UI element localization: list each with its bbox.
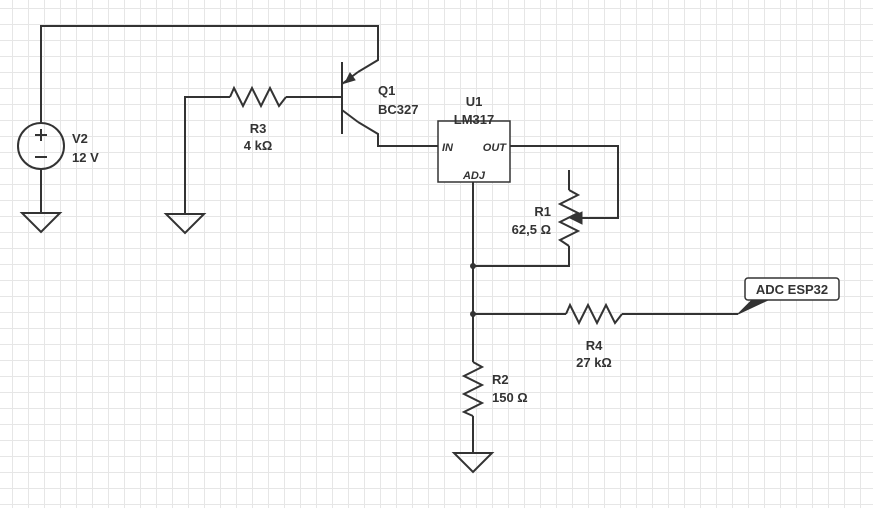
- r2-name-label: R2: [492, 372, 509, 387]
- r3-value-label: 4 kΩ: [244, 138, 273, 153]
- wire-q1-collector-to-u1-in: [357, 121, 438, 147]
- wires: [40, 25, 738, 452]
- ic-body: [437, 120, 511, 183]
- r1-value-label: 62,5 Ω: [512, 222, 551, 237]
- net-label-pointer: [737, 299, 769, 315]
- transistor-q1[interactable]: Q1 BC327: [341, 62, 418, 134]
- net-label-box: [744, 277, 840, 301]
- junction-dot: [470, 311, 476, 317]
- wiper-arrow-icon: [568, 211, 583, 225]
- ground-symbol-r3: [163, 213, 207, 235]
- resistor-r3[interactable]: R3 4 kΩ: [229, 85, 287, 153]
- q1-name-label: Q1: [378, 83, 395, 98]
- regulator-u1[interactable]: U1 LM317 IN OUT ADJ: [437, 94, 511, 183]
- resistor-r2[interactable]: R2 150 Ω: [461, 361, 528, 417]
- v2-name-label: V2: [72, 131, 88, 146]
- ground-symbol-r2: [451, 452, 495, 474]
- v2-value-label: 12 V: [72, 150, 99, 165]
- u1-pin-in-label: IN: [442, 142, 454, 154]
- resistor-zigzag: [557, 189, 581, 247]
- resistor-zigzag: [229, 85, 287, 109]
- wire-r3-to-ground: [184, 96, 230, 213]
- r2-value-label: 150 Ω: [492, 390, 528, 405]
- resistor-zigzag: [461, 361, 485, 417]
- resistor-zigzag: [565, 302, 623, 326]
- net-label-adc[interactable]: ADC ESP32: [737, 277, 840, 315]
- plus-sign-icon: [35, 129, 47, 141]
- emitter-arrow-icon: [344, 72, 356, 84]
- potentiometer-r1[interactable]: R1 62,5 Ω: [512, 189, 583, 247]
- u1-pin-adj-label: ADJ: [462, 170, 486, 182]
- wire-v2-top-to-q1-emitter: [40, 25, 379, 124]
- u1-name-label: U1: [466, 94, 483, 109]
- transistor-collector-lead: [341, 109, 359, 123]
- junction-dot: [470, 263, 476, 269]
- q1-value-label: BC327: [378, 102, 418, 117]
- net-label-text: ADC ESP32: [756, 282, 828, 297]
- u1-pin-out-label: OUT: [483, 142, 508, 154]
- source-circle: [17, 122, 65, 170]
- r1-name-label: R1: [534, 204, 551, 219]
- r4-name-label: R4: [586, 338, 603, 353]
- wire-u1-out-to-r1-wiper: [510, 145, 619, 219]
- ground-symbol-v2: [19, 212, 63, 234]
- r4-value-label: 27 kΩ: [576, 355, 612, 370]
- r3-name-label: R3: [250, 121, 267, 136]
- wire-r1-bottom-to-node: [473, 246, 570, 267]
- resistor-r4[interactable]: R4 27 kΩ: [565, 302, 623, 370]
- voltage-source-v2[interactable]: V2 12 V: [17, 122, 99, 170]
- u1-value-label: LM317: [454, 112, 494, 127]
